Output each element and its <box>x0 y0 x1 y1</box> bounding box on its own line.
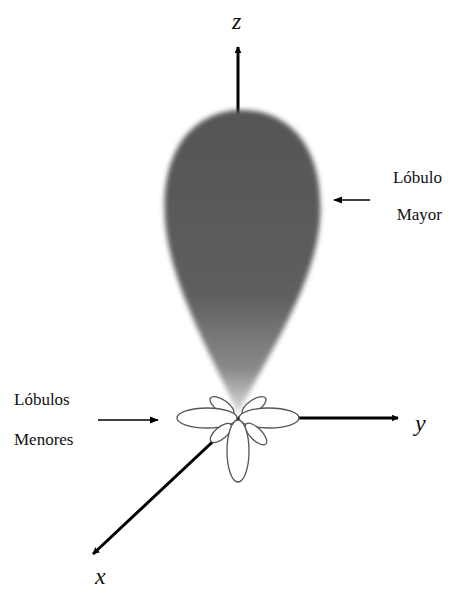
callout-label: Lóbulos Menores <box>14 380 92 460</box>
callout-label: Lóbulo Mayor <box>372 159 442 233</box>
leader-arrow <box>98 419 158 420</box>
leader-arrow <box>334 199 370 200</box>
axis-label: x <box>95 563 106 589</box>
axis-label: y <box>415 410 426 436</box>
minor-lobes <box>177 393 299 482</box>
axis-label: z <box>232 8 241 34</box>
x-axis <box>93 418 238 554</box>
major-lobe <box>165 110 321 415</box>
